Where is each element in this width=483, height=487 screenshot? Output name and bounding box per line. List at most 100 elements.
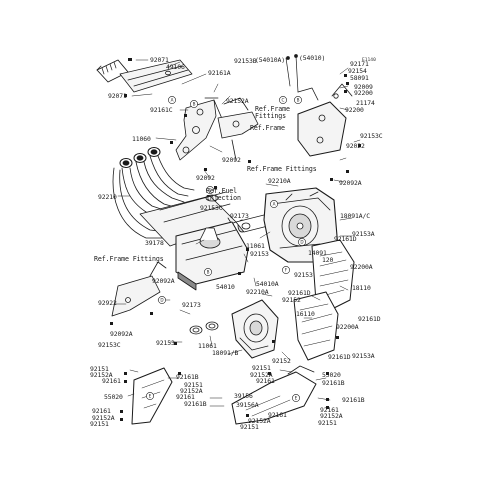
part-label: 92173 — [230, 212, 249, 220]
callout-b-lower: B — [207, 270, 210, 275]
frame-cross-piece — [217, 97, 259, 161]
part-label: 92161D — [334, 235, 357, 243]
ref-frame-mid: Ref.Frame — [250, 124, 285, 132]
part-label: 18110 — [352, 284, 371, 292]
part-label: 92152A — [226, 97, 249, 105]
part-label: 92153 — [156, 339, 175, 347]
part-label: 92151 — [252, 364, 271, 372]
part-label: 92210A — [246, 288, 269, 296]
part-label: 92152A — [92, 414, 115, 422]
upper-heat-guard — [119, 59, 193, 93]
part-label: (54010A) — [255, 56, 285, 64]
ref-frame-fittings-right: Ref.Frame Fittings — [247, 165, 317, 173]
part-label: 39156A — [236, 401, 259, 409]
part-label: 92152A — [180, 387, 203, 395]
part-label: 92153A — [352, 352, 375, 360]
callout-e-right: E — [295, 396, 298, 401]
lower-heat-shield — [293, 291, 339, 361]
part-label: 92200A — [336, 323, 359, 331]
callout-d: D — [300, 240, 303, 245]
part-label: 16110 — [296, 310, 315, 318]
part-label: 92152A — [320, 412, 343, 420]
callout-e-left: E — [149, 394, 152, 399]
part-label: 21174 — [356, 99, 375, 107]
part-label: 92151 — [184, 381, 203, 389]
part-label: 92161D — [328, 353, 351, 361]
part-label: 92161 — [102, 377, 121, 385]
part-label: 92173 — [182, 301, 201, 309]
muffler-guard-right — [231, 365, 317, 425]
part-label: 54010 — [216, 283, 235, 291]
exhaust-collector-pipe — [139, 191, 245, 251]
part-label: 92161 — [268, 411, 287, 419]
mounting-rods — [285, 54, 299, 93]
frame-bracket-left — [175, 97, 227, 161]
part-label: 92152 — [282, 296, 301, 304]
part-label: 39156 — [234, 392, 253, 400]
lower-muffler-cover — [231, 299, 279, 359]
callout-b-top: B — [193, 102, 196, 107]
callout-c-top: C — [282, 98, 285, 103]
exhaust-header-pipes — [112, 147, 195, 239]
callout-markers — [146, 96, 306, 402]
callout-d-lower: D — [160, 298, 163, 303]
part-label: 92071 — [108, 92, 127, 100]
part-label: 92161B — [184, 400, 207, 408]
part-label: 92071 — [150, 56, 169, 64]
leader-lines — [113, 59, 361, 407]
part-label: 92153A — [352, 230, 375, 238]
part-label: 92092 — [222, 156, 241, 164]
part-label: 92161D — [358, 315, 381, 323]
part-label: 11061 — [246, 242, 265, 250]
part-label: 92151 — [318, 419, 337, 427]
part-label: 92161C — [150, 106, 173, 114]
ref-fuel-injection: Ref.Fuel Injection — [206, 187, 241, 202]
part-label: 92153C — [98, 341, 121, 349]
part-label: 120 — [322, 256, 334, 264]
part-label: 92161B — [176, 373, 199, 381]
part-label: 92161B — [322, 379, 345, 387]
part-label: 58091 — [350, 74, 369, 82]
part-label: 92200A — [350, 263, 373, 271]
part-label: 92152A — [90, 371, 113, 379]
part-label: 92161D — [288, 289, 311, 297]
part-label: 55020 — [322, 371, 341, 379]
part-label: 92210 — [98, 193, 117, 201]
part-label: 11061 — [198, 342, 217, 350]
part-label: 92200 — [354, 89, 373, 97]
part-label: 92092A — [339, 179, 362, 187]
part-label: 92152A — [248, 417, 271, 425]
part-label: 92161B — [342, 396, 365, 404]
part-label: 92151 — [90, 365, 109, 373]
frame-bracket-right — [297, 83, 353, 157]
part-label: 92092 — [196, 174, 215, 182]
part-label: 18091/B — [212, 349, 239, 357]
catalog-id: E1140 — [362, 58, 376, 63]
part-label: 49106 — [166, 63, 185, 71]
part-label: 92009 — [354, 83, 373, 91]
lower-left-bracket — [111, 261, 167, 317]
part-label: 92022 — [346, 142, 365, 150]
ref-frame-fittings-left: Ref.Frame Fittings — [94, 255, 164, 263]
part-label: 92153C — [200, 204, 223, 212]
part-label: 92161 — [176, 393, 195, 401]
callout-a-mid: A — [273, 202, 276, 207]
front-direction-arrow-icon — [96, 59, 129, 83]
part-label: 92152 — [272, 357, 291, 365]
hardware-bolts — [110, 58, 361, 421]
part-label: 92161 — [256, 377, 275, 385]
exhaust-chamber — [175, 221, 249, 291]
part-label: 92151 — [90, 420, 109, 428]
part-label: 92200 — [345, 106, 364, 114]
callout-c-mid: C — [209, 188, 212, 193]
callout-letters: A B C B C A D F B D E E — [149, 98, 304, 401]
part-label: 92153B — [234, 57, 257, 65]
callout-b-right: B — [297, 98, 300, 103]
part-label: 55020 — [104, 393, 123, 401]
part-label: 92152A — [250, 371, 273, 379]
part-label: 18091A/C — [340, 212, 370, 220]
part-label: 92153C — [360, 132, 383, 140]
part-label: (54010) — [299, 54, 326, 62]
